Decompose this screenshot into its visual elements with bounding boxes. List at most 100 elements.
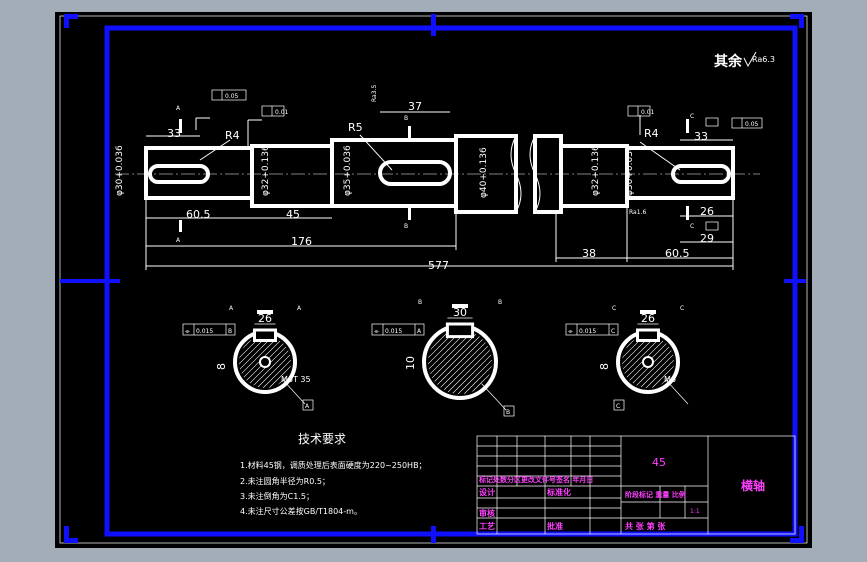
tech-item-2: 2.未注圆角半径为R0.5；	[240, 476, 330, 486]
dim-33-right: 33	[694, 130, 708, 143]
section-B-tol-datum: A	[417, 328, 422, 335]
svg-text:0.01: 0.01	[275, 109, 289, 116]
tech-item-3: 3.未注倒角为C1.5；	[240, 491, 314, 501]
section-A-side-dim: 8	[215, 363, 228, 370]
section-markers	[179, 119, 689, 232]
section-B-keyway	[445, 322, 475, 339]
roughness-value: Ra6.3	[752, 55, 775, 64]
section-C-sym: ⌯	[568, 328, 573, 335]
roughness-top: Ra3.5	[371, 85, 378, 102]
dimension-lines	[145, 111, 734, 270]
section-B-datum-leader	[481, 383, 507, 411]
section-C-tol-datum: C	[611, 328, 615, 335]
tech-title: 技术要求	[298, 432, 346, 446]
section-B-sym: ⌯	[374, 328, 379, 335]
section-C-label-left: C	[612, 305, 616, 312]
tb-row4: 阶段标记 重量 比例	[625, 490, 686, 499]
dia-30-right: φ30+0.036	[625, 145, 635, 196]
section-A-datum-box	[302, 399, 314, 411]
section-B-width: 30	[453, 306, 467, 319]
dim-37: 37	[408, 100, 422, 113]
section-C-label-right: C	[680, 305, 684, 312]
radius-r4-left: R4	[225, 129, 240, 142]
svg-text:B: B	[404, 115, 408, 122]
tb-row3: 标准化	[546, 487, 571, 497]
corner-marks	[60, 14, 806, 543]
section-A-datum-leader	[282, 379, 306, 405]
tech-item-4: 4.未注尺寸公差按GB/T1804-m。	[240, 506, 362, 516]
section-B-label-bar	[452, 304, 468, 308]
radius-r4-right: R4	[644, 127, 659, 140]
sheet-background	[55, 12, 812, 548]
svg-text:0.05: 0.05	[225, 93, 239, 100]
dim-33-left: 33	[167, 127, 181, 140]
section-C-datum-leader	[665, 379, 689, 405]
dim-45: 45	[286, 208, 300, 221]
section-C-label-bar	[640, 310, 656, 314]
section-A-width: 26	[258, 312, 272, 325]
dia-32-left: φ32+0.136	[261, 145, 271, 196]
section-A-keyway	[253, 328, 277, 342]
section-C-tol-frame	[565, 323, 619, 336]
section-A-datum-letter: A	[305, 403, 310, 410]
roughness-bottom: Ra1.6	[629, 209, 646, 216]
tb-row2: 设计	[479, 487, 495, 497]
dim-60-5-right: 60.5	[665, 247, 690, 260]
svg-text:C: C	[690, 113, 694, 120]
section-C-keyway	[636, 328, 660, 342]
section-C-datum-letter: C	[616, 403, 620, 410]
dim-176: 176	[291, 235, 312, 248]
tolerance-frames-top	[211, 89, 763, 231]
dim-60-5-left: 60.5	[186, 208, 211, 221]
dim-577: 577	[428, 259, 449, 272]
tb-row1: 标记处数分区更改文件号签名 年月日	[478, 475, 593, 484]
section-B-side-dim: 10	[404, 356, 417, 370]
section-C-center-hole	[642, 356, 654, 368]
section-A-tol-value: 0.015	[196, 328, 213, 335]
tb-row7: 批准	[547, 521, 563, 531]
section-C-thread-note: M6	[664, 375, 676, 384]
section-C-tol-value: 0.015	[579, 328, 596, 335]
tech-item-1: 1.材料45钢，调质处理后表面硬度为220~250HB；	[240, 460, 427, 470]
section-A-tol-datum: B	[228, 328, 232, 335]
section-B-tol-value: 0.015	[385, 328, 402, 335]
tb-scale: 1:1	[690, 508, 700, 515]
section-C-side-dim: 8	[598, 363, 611, 370]
section-B-tol-frame	[371, 323, 425, 336]
roughness-label: 其余	[714, 53, 743, 70]
radius-r5: R5	[348, 121, 363, 134]
section-A-center-hole	[259, 356, 271, 368]
section-B-label-right: B	[498, 299, 502, 306]
part-name: 横轴	[741, 478, 765, 493]
dia-35: φ35+0.036	[343, 145, 353, 196]
tb-row8: 共 张 第 张	[625, 521, 666, 531]
section-A-sym: ⌯	[185, 328, 190, 335]
svg-text:B: B	[404, 223, 408, 230]
section-A-thread-note: M6T 35	[281, 375, 311, 384]
section-C-datum-box	[613, 399, 625, 411]
section-C-width: 26	[641, 312, 655, 325]
dia-30-left: φ30+0.036	[115, 145, 125, 196]
section-A-label-bar	[257, 310, 273, 314]
tb-row6: 工艺	[479, 521, 495, 531]
svg-text:A: A	[176, 105, 181, 112]
dia-32-right: φ32+0.136	[591, 145, 601, 196]
dia-40: φ40+0.136	[479, 147, 489, 198]
dim-38: 38	[582, 247, 596, 260]
material-value: 45	[652, 456, 666, 469]
svg-text:0.05: 0.05	[745, 121, 759, 128]
section-B-label-left: B	[418, 299, 422, 306]
section-B-datum-letter: B	[506, 409, 510, 416]
roughness-symbol	[743, 51, 757, 68]
section-A-tol-frame	[182, 323, 236, 336]
dim-29: 29	[700, 232, 714, 245]
title-block	[476, 435, 796, 535]
svg-text:A: A	[176, 237, 181, 244]
section-B-datum-box	[503, 405, 515, 417]
tb-row5: 审核	[479, 508, 495, 518]
svg-text:C: C	[690, 223, 694, 230]
section-A-label-right: A	[297, 305, 302, 312]
